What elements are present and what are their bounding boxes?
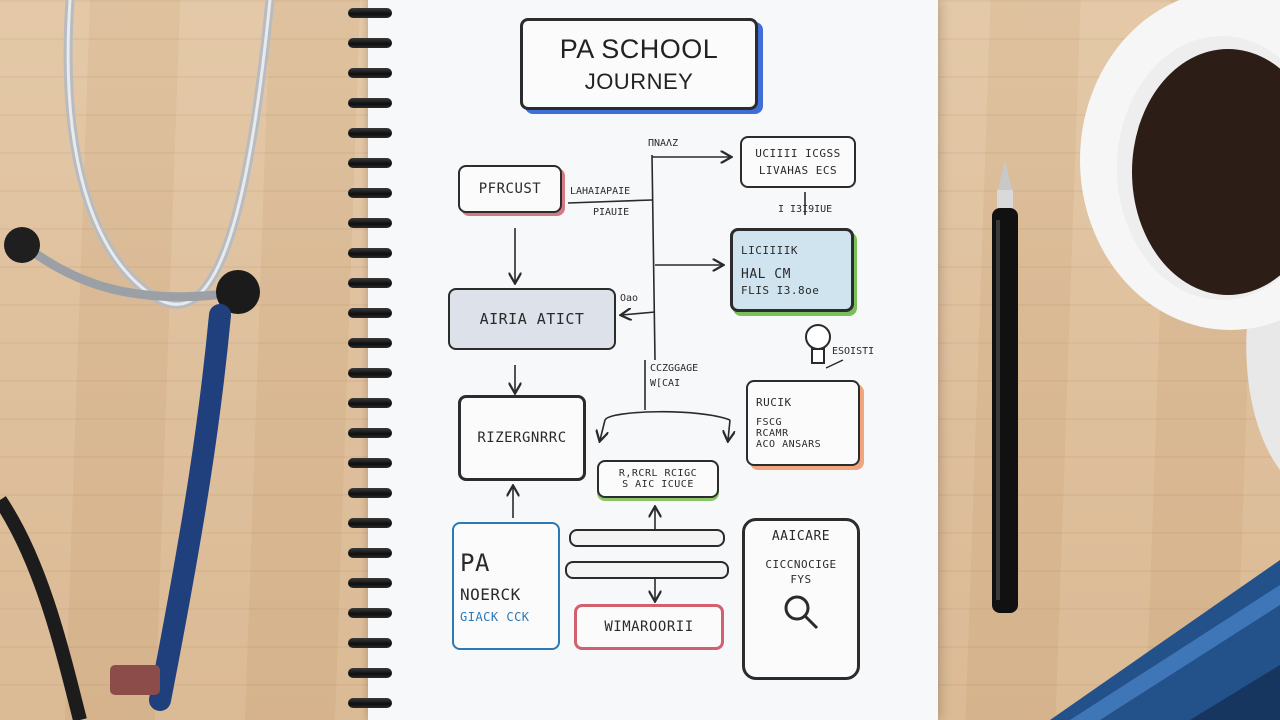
interview-label: RIZERGNRRC (477, 430, 567, 446)
center-small-line-1: R,RCRL RCIGC (618, 468, 698, 479)
note-beside-prereq-1: LAHAIAPAIE (570, 186, 631, 197)
title-box: PA SCHOOL JOURNEY (520, 18, 758, 110)
pen (992, 160, 1018, 613)
right-middle-box: RUCIK FSCG RCAMR ACO ANSARS (746, 380, 860, 466)
center-small-line-2: S AIC ICUCE (622, 479, 694, 490)
flowchart-arrows (368, 0, 844, 720)
note-beside-prereq-2: PIAUIE (593, 207, 630, 218)
blue-folder (1050, 560, 1280, 720)
top-right-box: UCIIII ICGSS LIVAHAS ECS (740, 136, 856, 188)
magnifier-icon (784, 595, 819, 630)
pa-school-line-1: PA (460, 548, 490, 577)
right-middle-line-4: ACO ANSARS (756, 439, 822, 450)
application-box: AIRIA ATICT (448, 288, 616, 350)
top-right-line-2: LIVAHAS ECS (758, 164, 838, 177)
coffee-mug (1080, 0, 1280, 470)
interview-box: RIZERGNRRC (458, 395, 586, 481)
bottom-right-line-2: CICCNOCIGE (765, 558, 837, 571)
right-middle-line-1: RUCIK (756, 396, 792, 409)
application-label: AIRIA ATICT (479, 310, 585, 328)
lightbulb-icon (805, 324, 844, 369)
pa-school-box: PA NOERCK GIACK CCK (452, 522, 560, 650)
pink-box: WIMAROORII (574, 604, 724, 650)
title-line-2: JOURNEY (584, 68, 694, 94)
mid-right-line-1: LICIIIIK (741, 243, 798, 257)
note-beside-application: Oao (620, 293, 639, 304)
note-bulb: ESOISTI (832, 346, 875, 357)
pa-school-line-3: GIACK CCK (460, 609, 530, 624)
mid-right-box: LICIIIIK HAL CM FLIS I3.8oe (730, 228, 854, 312)
bottom-right-box: AAICARE CICCNOCIGE FYS (742, 518, 860, 680)
mid-right-line-3: FLIS I3.8oe (741, 283, 820, 297)
mid-right-line-2: HAL CM (741, 266, 791, 282)
right-middle-line-2: FSCG (756, 417, 783, 428)
top-right-line-1: UCIIII ICGSS (755, 147, 841, 160)
prereqs-label: PFRCUST (478, 181, 542, 197)
right-middle-line-3: RCAMR (756, 428, 789, 439)
stethoscope-icon (0, 0, 275, 720)
pa-school-line-2: NOERCK (460, 584, 521, 604)
note-top-arrow: ΠNAΛZ (648, 138, 679, 149)
note-under-top-right: I I3I9IUE (778, 204, 833, 215)
center-small-box: R,RCRL RCIGC S AIC ICUCE (597, 460, 719, 498)
bottom-right-line-1: AAICARE (771, 529, 831, 544)
pink-label: WIMAROORII (604, 619, 694, 635)
prereqs-box: PFRCUST (458, 165, 562, 213)
note-center-1: CCZGGAGE (650, 363, 699, 374)
bottom-right-line-3: FYS (790, 573, 812, 586)
title-line-1: PA SCHOOL (559, 33, 719, 64)
note-center-2: W[CAI (650, 378, 681, 389)
